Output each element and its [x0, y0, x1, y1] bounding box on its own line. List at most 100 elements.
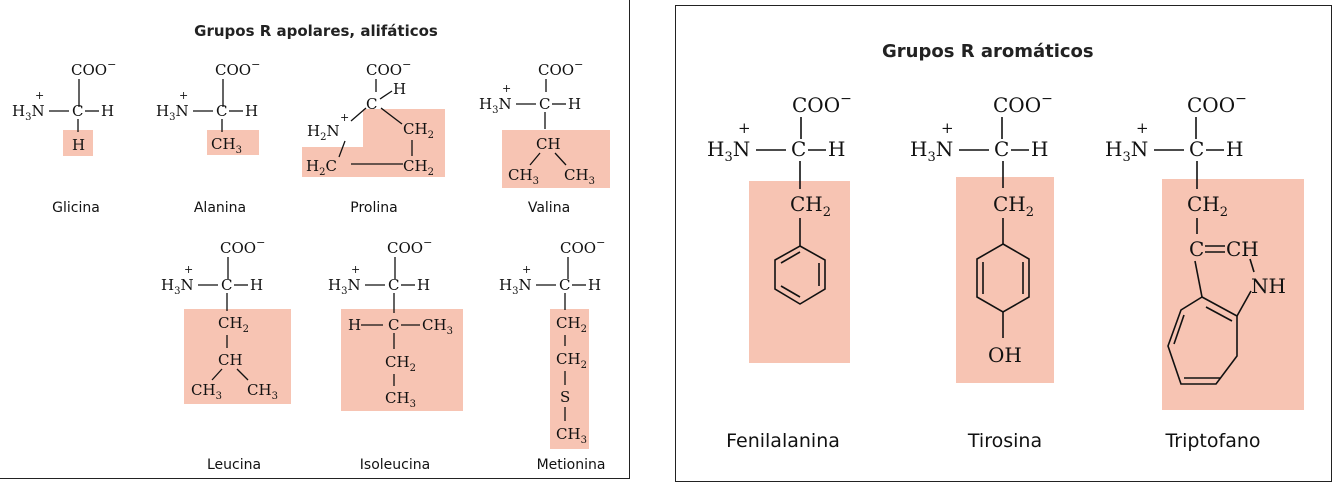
svg-text:+: +	[184, 263, 193, 276]
svg-text:H: H	[1031, 137, 1048, 161]
valine-structure: COO− H3N + C H CH CH3 CH3	[479, 58, 610, 188]
svg-text:+: +	[738, 119, 751, 137]
svg-text:H: H	[250, 276, 263, 294]
svg-text:H3N: H3N	[12, 102, 45, 123]
glycine-label: Glicina	[52, 200, 100, 216]
svg-text:CH2: CH2	[403, 157, 434, 178]
aliphatic-title: Grupos R apolares, alifáticos	[194, 22, 438, 40]
proline-structure: COO− C H + H2N CH2 H2C CH2	[302, 58, 445, 178]
tryptophan-r-group-highlight	[1162, 179, 1304, 410]
methionine-r-group-highlight	[550, 309, 589, 449]
svg-text:CH: CH	[218, 351, 243, 369]
valine-label: Valina	[528, 200, 570, 216]
phenylalanine-r-group-highlight	[749, 181, 850, 363]
svg-text:H: H	[568, 95, 581, 113]
glycine-r-group-highlight	[63, 130, 93, 156]
svg-text:CH3: CH3	[247, 381, 278, 402]
svg-text:COO−: COO−	[220, 236, 265, 257]
leucine-label: Leucina	[207, 457, 261, 473]
svg-text:COO−: COO−	[792, 91, 852, 117]
svg-text:COO−: COO−	[71, 58, 116, 79]
aliphatic-diagram: Grupos R apolares, alifáticos COO− H3N +…	[12, 22, 610, 473]
svg-text:+: +	[351, 263, 360, 276]
svg-text:CH2: CH2	[556, 350, 587, 371]
aliphatic-panel: Grupos R apolares, alifáticos COO− H3N +…	[0, 0, 630, 479]
isoleucine-label: Isoleucina	[360, 457, 430, 473]
isoleucine-r-group-highlight	[341, 309, 463, 411]
svg-text:S: S	[560, 388, 570, 406]
svg-text:NH: NH	[1251, 274, 1286, 298]
svg-text:CH3: CH3	[211, 135, 242, 156]
proline-label: Prolina	[350, 200, 397, 216]
svg-text:+: +	[179, 89, 188, 102]
svg-text:CH2: CH2	[218, 314, 249, 335]
svg-text:+: +	[35, 89, 44, 102]
svg-text:+: +	[1136, 119, 1149, 137]
svg-text:CH3: CH3	[564, 166, 595, 187]
valine-r-group-highlight	[502, 130, 610, 188]
svg-text:H3N: H3N	[1105, 137, 1148, 165]
svg-text:H3N: H3N	[499, 276, 532, 297]
svg-text:+: +	[522, 263, 531, 276]
svg-text:COO−: COO−	[560, 236, 605, 257]
svg-text:C: C	[539, 95, 550, 113]
svg-text:COO−: COO−	[1187, 91, 1247, 117]
phenylalanine-label: Fenilalanina	[726, 430, 840, 452]
svg-text:H2N: H2N	[307, 122, 340, 143]
phenylalanine-structure: COO− H3N + C H CH2	[707, 91, 852, 363]
svg-text:COO−: COO−	[215, 58, 260, 79]
svg-text:CH3: CH3	[191, 381, 222, 402]
svg-text:CH3: CH3	[508, 166, 539, 187]
aromatic-title: Grupos R aromáticos	[882, 41, 1094, 62]
alanine-r-group-highlight	[207, 130, 259, 155]
svg-text:H: H	[101, 102, 114, 120]
svg-text:COO−: COO−	[538, 58, 583, 79]
svg-text:C: C	[994, 137, 1009, 161]
svg-text:COO−: COO−	[387, 236, 432, 257]
svg-text:COO−: COO−	[993, 91, 1053, 117]
alanine-structure: COO− H3N + C H CH3	[156, 58, 260, 156]
isoleucine-structure: COO− H3N + C H H C CH3 CH2 CH3	[328, 236, 463, 411]
svg-text:+: +	[502, 82, 511, 95]
svg-text:CH2: CH2	[403, 120, 434, 141]
svg-text:H2C: H2C	[306, 157, 337, 178]
svg-text:H3N: H3N	[479, 95, 512, 116]
svg-text:H: H	[245, 102, 258, 120]
svg-text:CH3: CH3	[422, 316, 453, 337]
svg-text:C: C	[216, 102, 227, 120]
svg-text:H: H	[588, 276, 601, 294]
methionine-label: Metionina	[537, 457, 606, 473]
svg-text:CH3: CH3	[385, 389, 416, 410]
svg-text:H: H	[417, 276, 430, 294]
svg-text:C: C	[366, 95, 377, 113]
svg-text:H: H	[393, 80, 406, 98]
svg-text:C: C	[1189, 237, 1204, 261]
svg-text:H3N: H3N	[910, 137, 953, 165]
tyrosine-label: Tirosina	[967, 430, 1042, 452]
leucine-structure: COO− H3N + C H CH2 CH CH3 CH3	[161, 236, 291, 404]
tyrosine-r-group-highlight	[956, 177, 1054, 383]
svg-text:OH: OH	[988, 343, 1022, 367]
glycine-structure: COO− H3N + C H H	[12, 58, 116, 156]
tryptophan-structure: COO− H3N + C H CH2 C CH NH	[1105, 91, 1304, 410]
svg-text:H: H	[1226, 137, 1243, 161]
svg-text:CH3: CH3	[556, 425, 587, 446]
svg-text:H3N: H3N	[156, 102, 189, 123]
svg-text:CH: CH	[536, 135, 561, 153]
svg-text:C: C	[791, 137, 806, 161]
svg-text:+: +	[941, 119, 954, 137]
svg-text:H: H	[828, 137, 845, 161]
svg-text:CH: CH	[1226, 237, 1259, 261]
svg-text:CH2: CH2	[556, 314, 587, 335]
tryptophan-label: Triptofano	[1164, 430, 1260, 452]
svg-text:H3N: H3N	[161, 276, 194, 297]
svg-text:C: C	[1189, 137, 1204, 161]
svg-text:COO−: COO−	[366, 58, 411, 79]
svg-text:CH2: CH2	[385, 353, 416, 374]
aromatic-diagram: Grupos R aromáticos COO− H3N + C H CH2 F…	[707, 41, 1304, 452]
tyrosine-structure: COO− H3N + C H CH2 OH	[910, 91, 1054, 383]
svg-text:C: C	[388, 276, 399, 294]
svg-text:C: C	[388, 316, 399, 334]
svg-text:+: +	[340, 111, 349, 124]
svg-text:C: C	[72, 102, 83, 120]
